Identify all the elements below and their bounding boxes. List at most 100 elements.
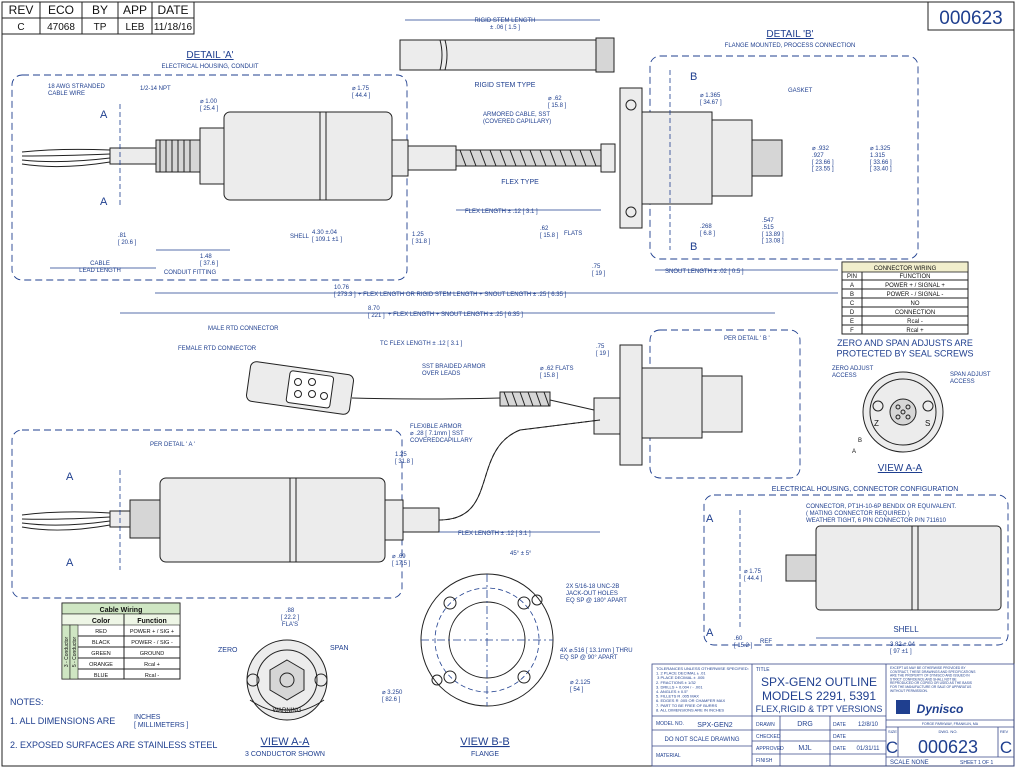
- housing-connector-view: A A: [703, 494, 1009, 646]
- cable-function-header: Function: [137, 618, 167, 625]
- connector-function-0: POWER + / SIGNAL +: [885, 283, 945, 289]
- tpt-d69-label: ⌀ .69[ 17.5 ]: [392, 554, 411, 567]
- male-rtd-label: MALE RTD CONNECTOR: [208, 326, 279, 332]
- rev-value: C: [17, 22, 24, 33]
- connector-pin-5: F: [850, 328, 854, 334]
- cable-color-4: BLUE: [94, 673, 109, 679]
- drawn-date-label: DATE: [833, 722, 847, 728]
- ref-dim: .60[ 15.2 ]: [734, 636, 753, 649]
- size-label: SIZE: [888, 729, 897, 734]
- connector-pin-3: D: [850, 310, 855, 316]
- tpt-d75-label: .75[ 19 ]: [596, 344, 610, 357]
- shell-label: SHELL: [290, 234, 310, 240]
- revision-block: REV ECO BY APP DATE C 47068 TP LEB 11/18…: [1, 1, 195, 35]
- flange-d2125: ⌀ 2.125[ 54 ]: [570, 680, 591, 693]
- connector-function-2: NO: [911, 301, 920, 307]
- snout: [751, 139, 783, 177]
- d175-label: ⌀ 1.75[ 44.4 ]: [352, 86, 371, 99]
- address: FORGE PARKWAY, FRANKLIN, MA: [922, 722, 979, 726]
- drawn-date: 12/8/10: [858, 722, 879, 728]
- cw-function-header: FUNCTION: [900, 274, 931, 280]
- rigid-stem: [399, 19, 615, 73]
- cable-color-1: BLACK: [92, 640, 110, 646]
- d547-label: .547.515[ 13.89 ][ 13.08 ]: [762, 218, 784, 245]
- female-rtd-label: FEMALE RTD CONNECTOR: [178, 346, 257, 352]
- drawing-number-top: 000623: [939, 8, 1002, 29]
- rigid-stem-length: RIGID STEM LENGTH± .06 [ 1.5 ]: [474, 18, 535, 31]
- flex-length-label: FLEX LENGTH ± .12 [ 3.1 ]: [465, 209, 538, 215]
- shell-label-right: SHELL: [893, 625, 919, 634]
- eco-value: 47068: [47, 22, 75, 33]
- view-bb-title: VIEW B-B: [460, 736, 510, 748]
- d81-label: .81[ 20.6 ]: [118, 233, 137, 246]
- detail-a: DETAIL 'A' ELECTRICAL HOUSING, CONDUIT A…: [11, 50, 408, 281]
- approved-date: 01/31/11: [857, 746, 881, 752]
- do-not-scale: DO NOT SCALE DRAWING: [664, 737, 739, 743]
- overall-length: 10.76[ 273.3 ]: [334, 285, 356, 298]
- title-label: TITLE: [756, 667, 770, 673]
- rev-label: REV: [1000, 729, 1009, 734]
- cable-color-header: Color: [92, 618, 111, 625]
- view-bb-caption: FLANGE: [471, 751, 499, 758]
- dynisco-logo: Dynisco: [896, 700, 963, 716]
- connector-pin-0: A: [850, 283, 854, 289]
- pin-a: A: [852, 449, 856, 455]
- connector-spec: CONNECTOR, PT1H-10-6P BENDIX OR EQUIVALE…: [806, 504, 956, 524]
- pin-b: B: [858, 438, 862, 444]
- section-a-top: A: [100, 109, 108, 121]
- section-b-top: B: [690, 71, 697, 83]
- size-value: C: [886, 738, 898, 757]
- checked-date-label: DATE: [833, 734, 847, 740]
- pin-s: S: [925, 419, 930, 428]
- detail-b-title: DETAIL 'B': [766, 29, 813, 40]
- tpt-flex-length: FLEX LENGTH ± .12 [ 3.1 ]: [458, 531, 531, 537]
- model-value: SPX-GEN2: [697, 722, 733, 729]
- svg-text:A: A: [706, 513, 714, 525]
- flex-armored-cable: [391, 139, 616, 177]
- eco-header: ECO: [48, 3, 74, 17]
- cable-wiring-title: Cable Wiring: [100, 607, 143, 614]
- warning-text: WARNING: [273, 708, 302, 714]
- flats-dim: .62[ 15.8 ]: [540, 226, 559, 239]
- svg-text:A: A: [66, 471, 74, 483]
- pin-z: Z: [874, 419, 879, 428]
- armored-cable-label: ARMORED CABLE, SST(COVERED CAPILLARY): [483, 112, 551, 125]
- note-2: 2. EXPOSED SURFACES ARE STAINLESS STEEL: [10, 740, 217, 750]
- notes-title: NOTES:: [10, 697, 44, 707]
- connector-function-3: CONNECTION: [895, 310, 935, 316]
- logo-text: Dynisco: [917, 702, 964, 716]
- view-bb-flange: [420, 573, 554, 707]
- snout-length: SNOUT LENGTH ± .02 [ 0.5 ]: [665, 269, 744, 275]
- overall-length-text: + FLEX LENGTH OR RIGID STEM LENGTH + SNO…: [358, 292, 567, 298]
- cable-color-3: ORANGE: [89, 662, 113, 668]
- detail-b-subtitle: FLANGE MOUNTED, PROCESS CONNECTION: [725, 43, 856, 49]
- tpt-flats-label: ⌀ .62 FLATS[ 15.8 ]: [540, 366, 574, 379]
- d1365-label: ⌀ 1.365[ 34.67 ]: [700, 93, 722, 106]
- flange-body: [641, 111, 713, 205]
- svg-text:A: A: [706, 627, 714, 639]
- flange-angle: 45° ± 5°: [510, 551, 532, 557]
- connector-wiring-table: [841, 261, 969, 335]
- dwg-label: DWG. NO.: [938, 729, 957, 734]
- dwg-number: 000623: [918, 737, 978, 757]
- tpt-overall: 8.70[ 221 ]: [368, 306, 385, 319]
- title-line-1: SPX-GEN2 OUTLINE: [761, 675, 877, 689]
- ref-word: REF: [760, 639, 772, 645]
- view-aa-left: [246, 639, 328, 721]
- shell-length-right: 3.82 ±.04[ 97 ±1 ]: [890, 642, 916, 655]
- detail-a-boundary: [11, 74, 408, 281]
- connector-function-1: POWER - / SIGNAL -: [887, 292, 944, 298]
- scale-value: SCALE NONE: [890, 760, 929, 766]
- flange-d3250: ⌀ 3.250[ 82.6 ]: [382, 690, 403, 703]
- view-aa-right-title: VIEW A-A: [878, 463, 923, 474]
- rigid-stem-type: RIGID STEM TYPE: [475, 82, 536, 89]
- cable-color-0: RED: [95, 629, 107, 635]
